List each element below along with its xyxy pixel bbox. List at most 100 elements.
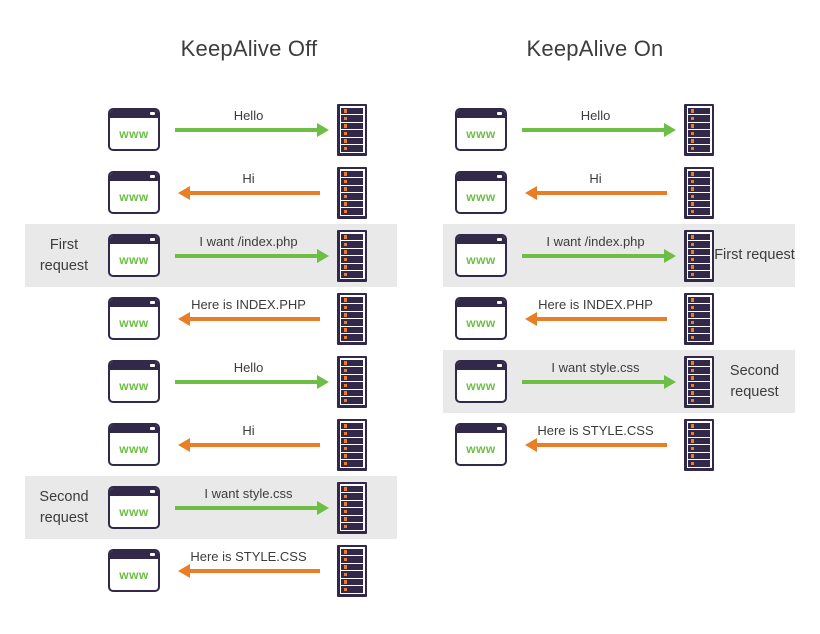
browser-icon: www bbox=[108, 360, 160, 403]
browser-www-label: www bbox=[119, 126, 149, 141]
message-label: I want /index.php bbox=[199, 233, 298, 249]
server-slot bbox=[688, 137, 710, 144]
server-slot bbox=[688, 397, 710, 404]
server-led-icon bbox=[690, 265, 694, 269]
server-led-icon bbox=[690, 187, 694, 191]
browser-icon: www bbox=[108, 171, 160, 214]
server-slot bbox=[341, 178, 363, 185]
server-led-icon bbox=[690, 368, 694, 372]
browser-icon: www bbox=[455, 234, 507, 277]
server-led-icon bbox=[690, 146, 694, 150]
server-rack bbox=[686, 358, 712, 405]
browser-menu-dash-icon bbox=[150, 553, 155, 556]
server-led-icon bbox=[343, 376, 347, 380]
column-title-keepalive-off: KeepAlive Off bbox=[180, 36, 318, 61]
server-rack bbox=[686, 421, 712, 468]
server-slot bbox=[341, 233, 363, 240]
response-arrow-icon bbox=[536, 442, 667, 447]
request-arrow-icon bbox=[175, 253, 318, 258]
message-arrow-zone: Hi bbox=[160, 413, 337, 476]
server-slot bbox=[341, 523, 363, 530]
server-slot bbox=[688, 241, 710, 248]
server-slot bbox=[341, 452, 363, 459]
server-slot bbox=[341, 241, 363, 248]
server-led-icon bbox=[343, 194, 347, 198]
message-arrow-zone: Hello bbox=[507, 98, 684, 161]
server-led-icon bbox=[343, 202, 347, 206]
server-led-icon bbox=[690, 124, 694, 128]
server-icon bbox=[684, 292, 714, 345]
message-label: Hi bbox=[242, 422, 255, 438]
server-slot bbox=[341, 185, 363, 192]
server-icon bbox=[337, 229, 367, 282]
server-slot bbox=[688, 145, 710, 152]
server-slot bbox=[341, 200, 363, 207]
server-led-icon bbox=[343, 494, 347, 498]
browser-titlebar bbox=[110, 425, 158, 433]
server-led-icon bbox=[690, 313, 694, 317]
server-led-icon bbox=[343, 124, 347, 128]
server-led-icon bbox=[690, 194, 694, 198]
server-led-icon bbox=[343, 328, 347, 332]
message-arrow-zone: I want style.css bbox=[160, 476, 337, 539]
server-slot bbox=[688, 178, 710, 185]
browser-icon: www bbox=[108, 297, 160, 340]
server-led-icon bbox=[690, 172, 694, 176]
server-led-icon bbox=[343, 146, 347, 150]
server-slot bbox=[341, 556, 363, 563]
server-rack bbox=[339, 358, 365, 405]
browser-icon: www bbox=[108, 486, 160, 529]
message-arrow-zone: Hello bbox=[160, 350, 337, 413]
browser-menu-dash-icon bbox=[497, 427, 502, 430]
server-led-icon bbox=[690, 431, 694, 435]
server-led-icon bbox=[343, 439, 347, 443]
server-slot bbox=[688, 374, 710, 381]
message-label: Here is STYLE.CSS bbox=[190, 548, 307, 564]
request-arrow-icon bbox=[522, 253, 665, 258]
request-note: Second request bbox=[39, 489, 89, 526]
request-arrow-icon bbox=[175, 505, 318, 510]
message-label: Hi bbox=[242, 170, 255, 186]
browser-menu-dash-icon bbox=[150, 238, 155, 241]
browser-titlebar bbox=[110, 551, 158, 559]
message-label: Hello bbox=[580, 107, 611, 123]
server-rack bbox=[686, 169, 712, 216]
server-led-icon bbox=[343, 209, 347, 213]
server-slot bbox=[341, 263, 363, 270]
server-slot bbox=[688, 445, 710, 452]
server-led-icon bbox=[690, 424, 694, 428]
response-arrow-icon bbox=[189, 316, 320, 321]
server-led-icon bbox=[343, 461, 347, 465]
server-led-icon bbox=[343, 454, 347, 458]
browser-www-label: www bbox=[119, 441, 149, 456]
server-led-icon bbox=[343, 361, 347, 365]
browser-www-label: www bbox=[466, 315, 496, 330]
response-arrow-icon bbox=[536, 190, 667, 195]
server-slot bbox=[688, 122, 710, 129]
message-arrow-zone: Hi bbox=[507, 161, 684, 224]
browser-titlebar bbox=[457, 362, 505, 370]
server-slot bbox=[341, 122, 363, 129]
server-slot bbox=[341, 374, 363, 381]
server-slot bbox=[341, 515, 363, 522]
message-row: www Hi bbox=[25, 413, 397, 476]
server-led-icon bbox=[690, 209, 694, 213]
server-slot bbox=[341, 397, 363, 404]
server-led-icon bbox=[690, 257, 694, 261]
server-slot bbox=[688, 130, 710, 137]
server-icon bbox=[684, 229, 714, 282]
server-slot bbox=[341, 586, 363, 593]
server-slot bbox=[688, 311, 710, 318]
server-slot bbox=[688, 263, 710, 270]
server-slot bbox=[688, 367, 710, 374]
server-led-icon bbox=[690, 139, 694, 143]
server-rack bbox=[339, 232, 365, 279]
server-led-icon bbox=[690, 250, 694, 254]
server-led-icon bbox=[343, 524, 347, 528]
browser-menu-dash-icon bbox=[150, 427, 155, 430]
server-led-icon bbox=[690, 179, 694, 183]
server-slot bbox=[341, 107, 363, 114]
